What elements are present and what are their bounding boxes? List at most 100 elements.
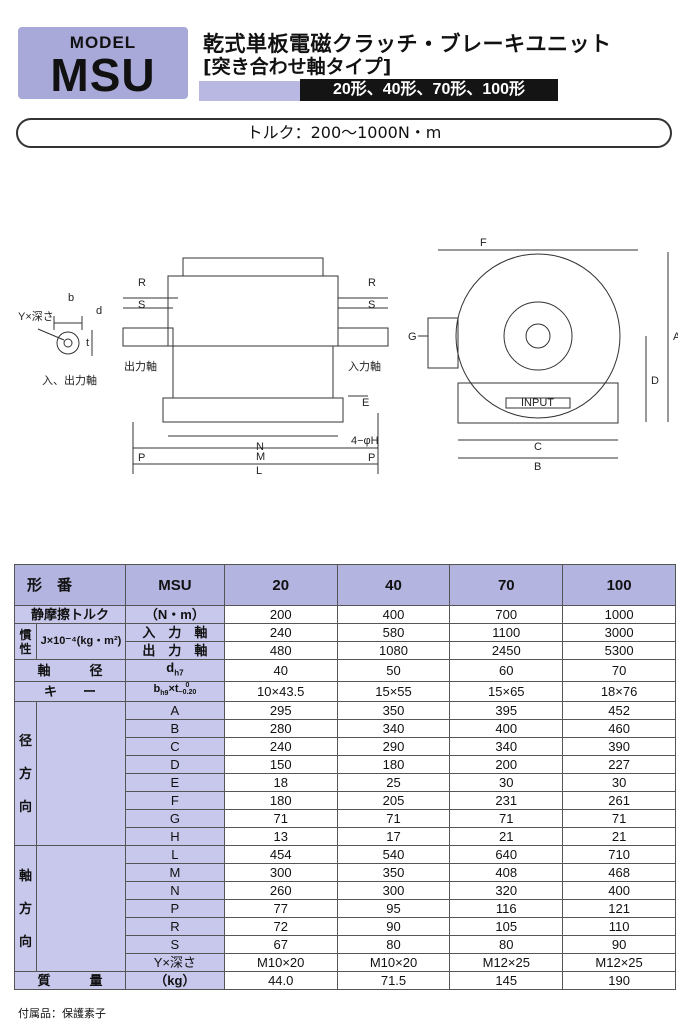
table-cell: 21 [562,826,676,846]
left-body-upper [167,275,339,347]
detail-y-depth: Y×深さ [18,310,54,323]
table-row-shaft: 軸 径 dh7 40 50 60 70 [14,659,676,682]
svg-text:M: M [256,451,265,463]
table-cell: M10×20 [336,952,451,972]
table-cell: 90 [562,934,676,954]
shaft-tolerance: dh7 [124,659,225,682]
table-cell: 480 [223,641,338,660]
radial-group-label: 径方向 [14,700,37,846]
table-cell: 121 [562,898,676,918]
table-cell: 13 [223,826,338,846]
right-hub-circle [503,301,573,371]
table-cell: 260 [223,880,338,900]
table-cell: 2450 [449,641,564,660]
table-cell: 3000 [562,623,676,642]
table-cell: 710 [562,844,676,864]
table-row-mass: 質 量 （kg） 44.0 71.5 145 190 [14,970,676,990]
dimension-label: N [124,880,225,900]
key-tol-stack: 0−0.20 [179,682,197,696]
table-cell: 452 [562,700,676,720]
svg-text:b: b [68,292,74,304]
table-cell: M10×20 [223,952,338,972]
table-cell: 400 [336,605,451,624]
footnote: 付属品：保護素子 [18,1007,106,1020]
table-cell: 468 [562,862,676,882]
table-cell: 1000 [562,605,676,624]
table-cell: 110 [562,916,676,936]
model-name: MSU [50,49,156,101]
table-cell: 300 [223,862,338,882]
dimension-label: E [124,772,225,792]
table-cell: 80 [449,934,564,954]
table-cell: 30 [449,772,564,792]
table-cell: M12×25 [449,952,564,972]
table-cell: 460 [562,718,676,738]
table-cell: 71 [449,808,564,828]
mass-unit: （kg） [124,970,225,990]
table-cell: 116 [449,898,564,918]
terminal-box [427,317,459,369]
table-cell: 540 [336,844,451,864]
dimension-label: Y×深さ [124,952,225,972]
table-cell: 71 [223,808,338,828]
table-cell: 205 [336,790,451,810]
shaft-end-circle [56,331,80,355]
left-base [162,397,344,423]
svg-text:P: P [368,452,375,464]
dimension-label: H [124,826,225,846]
table-cell: 21 [449,826,564,846]
table-cell: 72 [223,916,338,936]
input-plate-label: INPUT [521,397,554,409]
svg-text:S: S [138,299,145,311]
table-cell: 180 [336,754,451,774]
table-cell: 400 [562,880,676,900]
axial-group-char: 向 [18,933,32,949]
table-cell: 290 [336,736,451,756]
input-shaft [337,327,389,347]
header-series-label: MSU [124,564,225,606]
table-cell: 340 [449,736,564,756]
table-cell: 295 [223,700,338,720]
model-box: MODEL MSU [18,27,188,101]
dimension-label: C [124,736,225,756]
table-cell: 227 [562,754,676,774]
radial-group-char: 方 [18,765,32,781]
header-model-40: 40 [336,564,451,606]
torque-unit: （N・m） [124,605,225,624]
right-base [457,382,619,424]
table-cell: 50 [336,659,451,682]
table-row-inertia-input: 慣性 J×10⁻⁴(kg・m²) 入 力 軸 240 580 1100 3000 [14,623,676,660]
axial-spacer [35,844,126,972]
table-cell: 300 [336,880,451,900]
table-cell: 25 [336,772,451,792]
table-cell: 580 [336,623,451,642]
svg-text:G: G [408,331,417,343]
svg-text:F: F [480,237,487,249]
table-cell: 71 [336,808,451,828]
shaft-center-hole [63,338,73,348]
table-cell: 60 [449,659,564,682]
svg-text:S: S [368,299,375,311]
header-model-label: 形 番 [14,564,126,606]
table-cell: 240 [223,623,338,642]
svg-text:t: t [86,337,89,349]
table-row-torque: 静摩擦トルク （N・m） 200 400 700 1000 [14,605,676,624]
torque-range-box: トルク：200～1000N・m [16,118,672,148]
table-cell: 700 [449,605,564,624]
dimension-label: F [124,790,225,810]
inertia-group-label: 慣性 [14,623,37,660]
input-shaft-label: 入力軸 [348,359,381,373]
table-cell: 70 [562,659,676,682]
table-cell: 390 [562,736,676,756]
page-subtitle: [突き合わせ軸タイプ] [203,56,392,78]
spec-table: 形 番 MSU 20 40 70 100 静摩擦トルク （N・m） 200 40… [14,564,676,990]
svg-text:L: L [256,465,262,477]
svg-text:N: N [256,441,264,453]
